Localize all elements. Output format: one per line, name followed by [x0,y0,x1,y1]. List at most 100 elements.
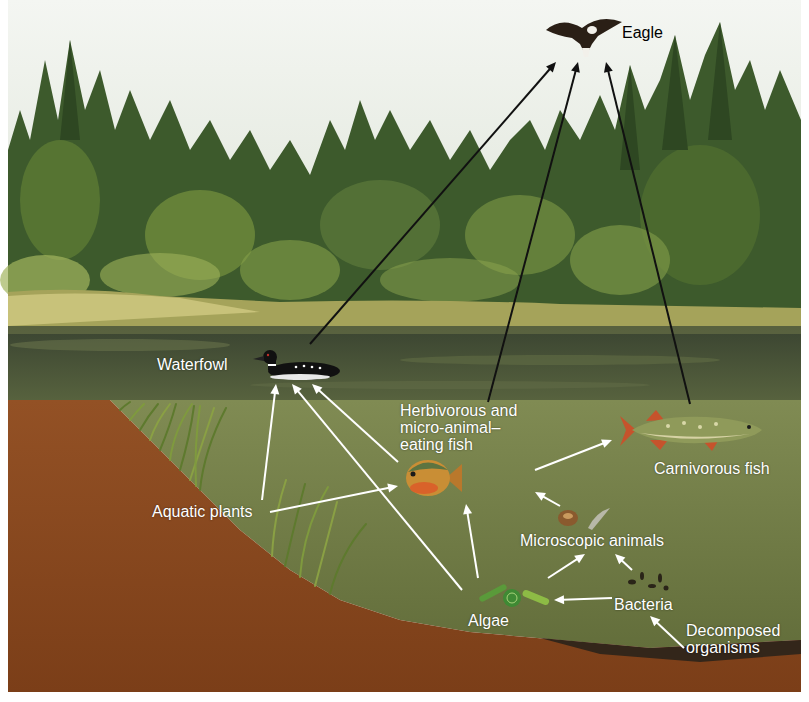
organism-node: Aquatic plants [150,500,270,524]
arrow-head [463,504,472,515]
food-arrow [312,384,398,462]
foliage [240,240,340,300]
arrow-head [270,384,279,394]
organism-label: Algae [468,612,509,629]
foliage [100,253,220,297]
pine [620,65,640,170]
organism-label: Herbivorous and micro-animal–eating fish [400,402,532,453]
pike-belly [640,433,750,439]
soil-bank [8,400,801,692]
organism-label: Aquatic plants [152,503,253,520]
eagle-figure [546,19,622,57]
sunlit-marsh [8,293,260,326]
arrow-head [554,595,564,604]
organism-node: Herbivorous and micro-animal–eating fish [398,402,535,504]
organism-node: Carnivorous fish [612,404,784,482]
eagle-body [546,19,622,56]
bacterium [648,584,656,588]
microscopic-animals-figure [558,508,610,530]
forest [0,22,801,330]
eagle-head [587,26,597,34]
organism-node: Algae [462,578,554,632]
arrow-head [601,439,612,447]
loon-spot [319,367,322,370]
plant-blade [180,406,194,470]
arrow-line [543,496,560,506]
organism-node: Waterfowl [155,344,343,384]
food-arrow [270,484,398,512]
bacterium [640,572,644,580]
arrow-line [535,443,604,470]
reflection [8,326,801,334]
food-arrow [535,492,560,506]
sediment [540,638,801,662]
algae-cell [503,589,521,607]
pike-fin [646,410,664,421]
arrow-line [488,71,576,402]
food-arrow [310,62,556,344]
pine [708,22,732,140]
reflection [10,339,230,351]
loon-figure [253,350,340,380]
foliage [320,180,440,270]
plant-blade [200,408,226,490]
food-arrow [262,384,279,500]
arrow-line [319,390,398,462]
arrow-line [563,598,612,600]
arrow-line [622,560,632,570]
eagle-tail [582,48,590,57]
arrow-head [604,62,613,73]
micro-animal [558,510,578,526]
organism-label: Waterfowl [157,356,228,373]
food-arrow [548,554,585,578]
organism-node: Decomposed organisms [684,620,795,662]
organism-label: Carnivorous fish [654,460,770,477]
pike-spot [666,424,670,428]
pike-spot [714,422,718,426]
pike-body [632,417,762,443]
loon-spot [311,366,314,369]
bacterium [658,574,662,583]
sunfish-figure [406,460,462,496]
pine [60,40,80,140]
lake-surface [8,326,801,400]
pike-spot [698,425,702,429]
organism-label: Microscopic animals [520,532,664,549]
arrow-head [292,384,302,395]
pike-spot [682,421,686,425]
food-arrow [650,616,684,648]
arrow-head [535,492,546,501]
sunfish-back [408,462,448,472]
arrow-line [262,393,275,500]
food-arrow [488,62,580,402]
loon-beak [253,356,264,361]
arrow-line [657,622,684,648]
arrow-head [312,384,322,394]
arrow-line [548,559,577,578]
organism-node: Bacteria [612,570,684,616]
sky [8,0,801,330]
food-arrow [554,595,612,604]
plant-blade [315,502,337,586]
pine [662,35,688,150]
foliage [380,258,520,302]
algae-figure [478,583,550,607]
aquatic-plants [120,402,366,594]
arrow-head [387,484,398,493]
loon-eye [267,354,269,356]
sunfish-eye [411,472,416,477]
pike-fin [650,440,668,450]
organism-label: Bacteria [614,596,673,613]
reflection [400,355,720,365]
organism-node: Microscopic animals [518,506,670,554]
food-arrow [615,554,632,570]
food-arrow [463,504,478,578]
plant-blade [196,406,201,486]
arrow-head [650,616,660,626]
organism-node: Eagle [540,8,668,62]
organism-label: Decomposed organisms [686,622,792,656]
food-arrow [604,62,690,404]
plant-blade [130,404,144,420]
